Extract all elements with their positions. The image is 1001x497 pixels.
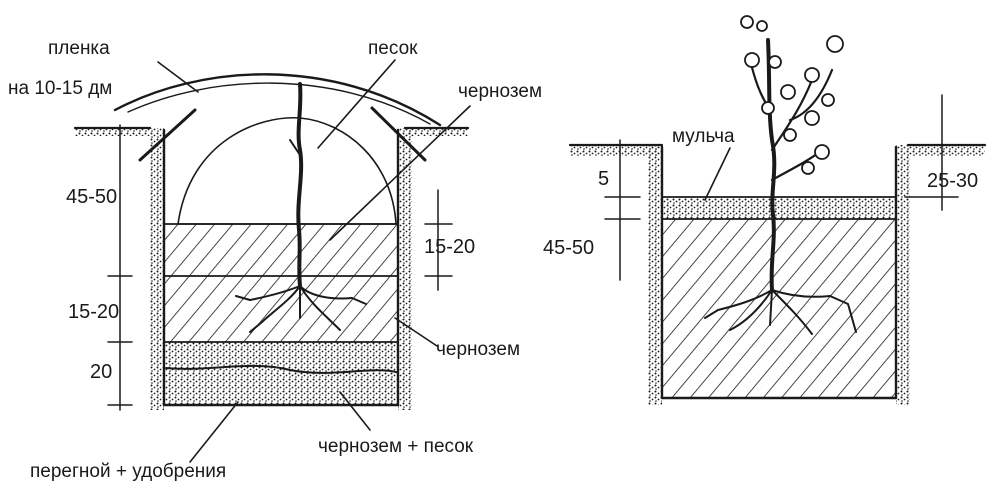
- label-mulch: мульча: [672, 126, 735, 147]
- mulch-layer: [662, 197, 896, 219]
- dim-label-45-50-right: 45-50: [543, 237, 594, 259]
- label-humus: перегной + удобрения: [30, 461, 226, 482]
- plant-stem-left: [296, 82, 304, 288]
- label-sand: песок: [368, 38, 418, 59]
- label-film-height: на 10-15 дм: [8, 78, 112, 99]
- pit-wall-right: [398, 128, 412, 410]
- plant-roots-right: [704, 289, 857, 335]
- leader-chernozem-top: [329, 105, 471, 241]
- film-support-right: [370, 106, 427, 162]
- dim-label-20: 20: [90, 361, 112, 383]
- dim-label-15-20-left: 15-20: [68, 301, 119, 323]
- ground-texture-left: [75, 129, 150, 136]
- right-pit-wall-left: [648, 145, 662, 405]
- plant-leaves: [740, 15, 844, 175]
- right-pit: [568, 15, 987, 405]
- dim-label-15-20-right: 15-20: [424, 236, 475, 258]
- label-chernozem-mid: чернозем: [436, 339, 520, 360]
- leader-film: [157, 61, 199, 93]
- dim-label-25-30: 25-30: [927, 170, 978, 192]
- leader-sand: [317, 59, 396, 149]
- right-soil: [662, 219, 896, 398]
- chernozem-layer-mid: [164, 276, 398, 342]
- label-film: пленка: [48, 38, 110, 59]
- dim-label-5: 5: [598, 168, 609, 190]
- film-support-left: [138, 108, 197, 162]
- leader-chernozem-mid: [394, 317, 438, 347]
- right-pit-wall-right: [896, 145, 910, 405]
- humus-layer: [164, 342, 398, 405]
- chernozem-layer-top: [164, 224, 398, 276]
- plant-branches-right: [748, 58, 834, 182]
- label-chernozem-sand: чернозем + песок: [318, 436, 474, 457]
- plant-roots-left: [235, 285, 367, 333]
- leader-chernozem-sand: [339, 391, 371, 431]
- dim-label-45-50-left: 45-50: [66, 186, 117, 208]
- label-chernozem-top: чернозем: [458, 81, 542, 102]
- left-pit: [73, 59, 471, 463]
- leader-humus: [189, 401, 239, 463]
- plant-stem-right: [766, 38, 777, 292]
- pit-wall-left: [150, 128, 164, 410]
- ground-texture-right: [405, 129, 468, 136]
- film-arc: [113, 73, 442, 127]
- leader-mulch: [704, 147, 731, 201]
